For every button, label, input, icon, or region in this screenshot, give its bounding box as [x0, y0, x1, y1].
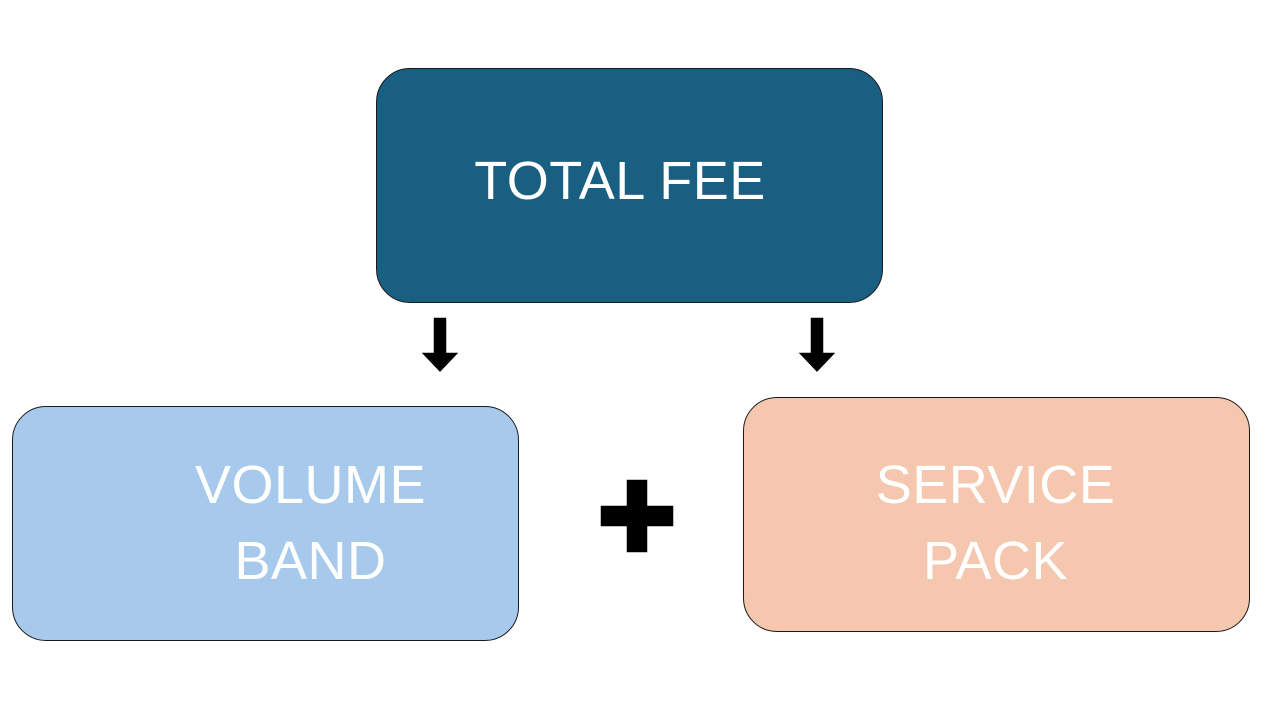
volume-band-node: VOLUME BAND: [12, 406, 519, 641]
service-pack-node: SERVICE PACK: [743, 397, 1250, 632]
total-fee-label: TOTAL FEE: [474, 151, 766, 211]
total-fee-node: TOTAL FEE: [376, 68, 883, 303]
volume-band-label: VOLUME BAND: [194, 455, 427, 591]
service-pack-label: SERVICE PACK: [875, 455, 1116, 591]
down-arrow-icon: [795, 316, 839, 375]
plus-icon: [599, 478, 675, 554]
down-arrow-icon: [418, 316, 462, 375]
